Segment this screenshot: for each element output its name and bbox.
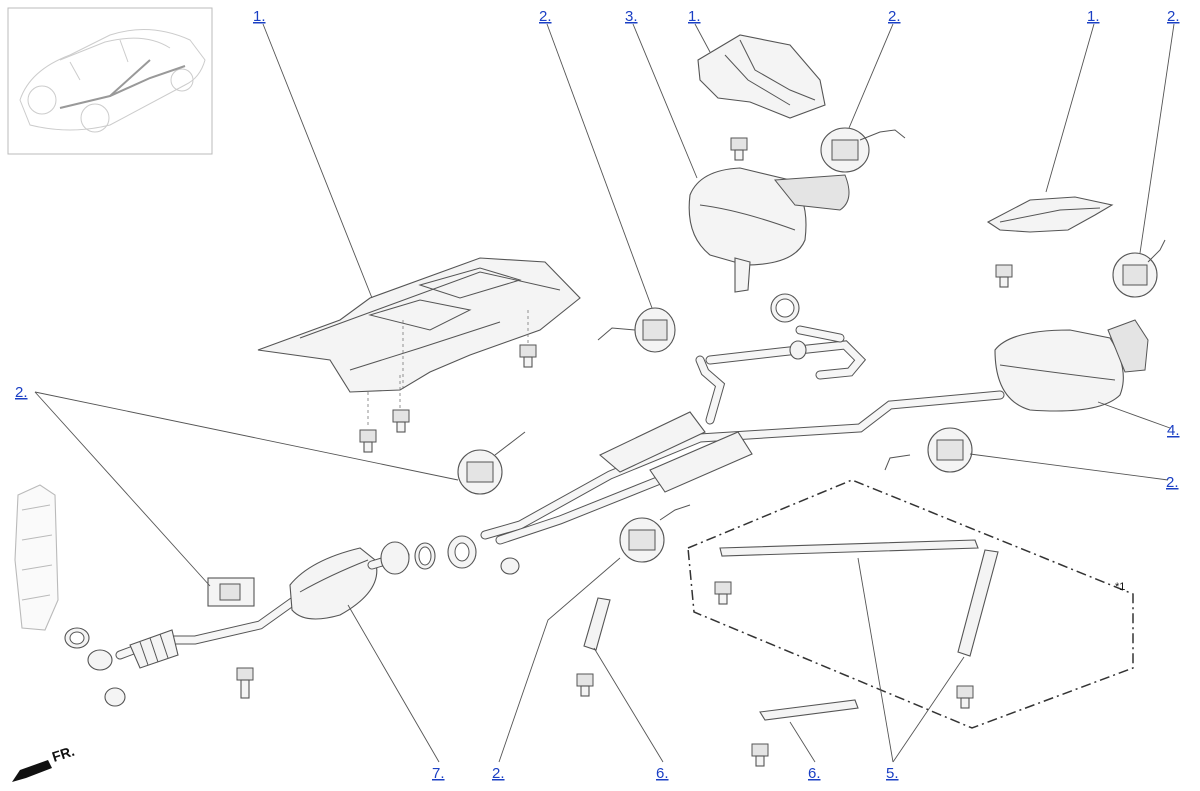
bolt[interactable] <box>714 581 732 605</box>
callout-heat-insulator-1[interactable]: 1. <box>688 8 701 25</box>
catalytic-converter <box>14 484 59 631</box>
front-direction-arrow: FR. <box>12 743 76 782</box>
callout-heat-insulator-1[interactable]: 1. <box>1087 8 1100 25</box>
callout-hanger-2[interactable]: 2. <box>1167 8 1180 25</box>
rubber-hanger[interactable] <box>207 577 255 607</box>
rubber-hanger[interactable] <box>884 427 973 473</box>
front-label: FR. <box>50 743 76 765</box>
rear-heat-insulator[interactable] <box>986 196 1114 233</box>
bolt[interactable] <box>751 743 769 767</box>
muffler-heat-insulator-upper[interactable] <box>697 34 826 119</box>
bolt[interactable] <box>392 409 410 433</box>
callout-hanger-2[interactable]: 2. <box>492 765 505 782</box>
note-mark: *1 <box>1115 581 1125 593</box>
muffler-4[interactable] <box>994 319 1149 412</box>
bolt[interactable] <box>236 667 254 699</box>
leader-lines <box>34 23 1175 763</box>
rubber-hanger[interactable] <box>457 431 526 495</box>
rubber-hanger[interactable] <box>619 504 691 563</box>
callout-bracket-6[interactable]: 6. <box>808 765 821 782</box>
callout-hanger-2[interactable]: 2. <box>539 8 552 25</box>
callout-brace-5[interactable]: 5. <box>886 765 899 782</box>
bolt-group[interactable] <box>236 137 1013 767</box>
bracket-6-bottom[interactable] <box>759 699 859 721</box>
floor-heat-insulator[interactable] <box>257 257 581 428</box>
callout-hanger-2[interactable]: 2. <box>1166 474 1179 491</box>
gasket-front[interactable] <box>64 627 126 707</box>
callout-exhaust-pipe-7[interactable]: 7. <box>432 765 445 782</box>
callout-hanger-2[interactable]: 2. <box>15 384 28 401</box>
vehicle-locator-inset <box>7 7 213 155</box>
rubber-hanger[interactable] <box>597 307 676 353</box>
rubber-hanger[interactable] <box>1112 239 1166 298</box>
callout-heat-insulator-1[interactable]: 1. <box>253 8 266 25</box>
bolt[interactable] <box>519 344 537 368</box>
bolt[interactable] <box>359 429 377 453</box>
reinforcement-frame-area <box>687 479 1134 729</box>
rubber-hanger[interactable] <box>820 127 906 173</box>
bracket-6-left[interactable] <box>583 597 611 651</box>
bolt[interactable] <box>730 137 748 161</box>
callout-hanger-2[interactable]: 2. <box>888 8 901 25</box>
brace-long[interactable] <box>719 539 979 557</box>
part-callouts: 1. 2. 3. 1. 2. 1. 2. 2. 4. 2. 7. 2. 6. 6… <box>15 8 1180 782</box>
callout-muffler-3[interactable]: 3. <box>625 8 638 25</box>
callout-muffler-4[interactable]: 4. <box>1167 422 1180 439</box>
bolt[interactable] <box>956 685 974 709</box>
bolt[interactable] <box>995 264 1013 288</box>
exhaust-pipe-front[interactable] <box>115 535 520 669</box>
exhaust-pipe-center[interactable] <box>480 325 1005 545</box>
callout-bracket-6[interactable]: 6. <box>656 765 669 782</box>
brace-diagonal[interactable] <box>957 549 999 657</box>
muffler-3[interactable] <box>688 167 850 323</box>
bolt[interactable] <box>576 673 594 697</box>
